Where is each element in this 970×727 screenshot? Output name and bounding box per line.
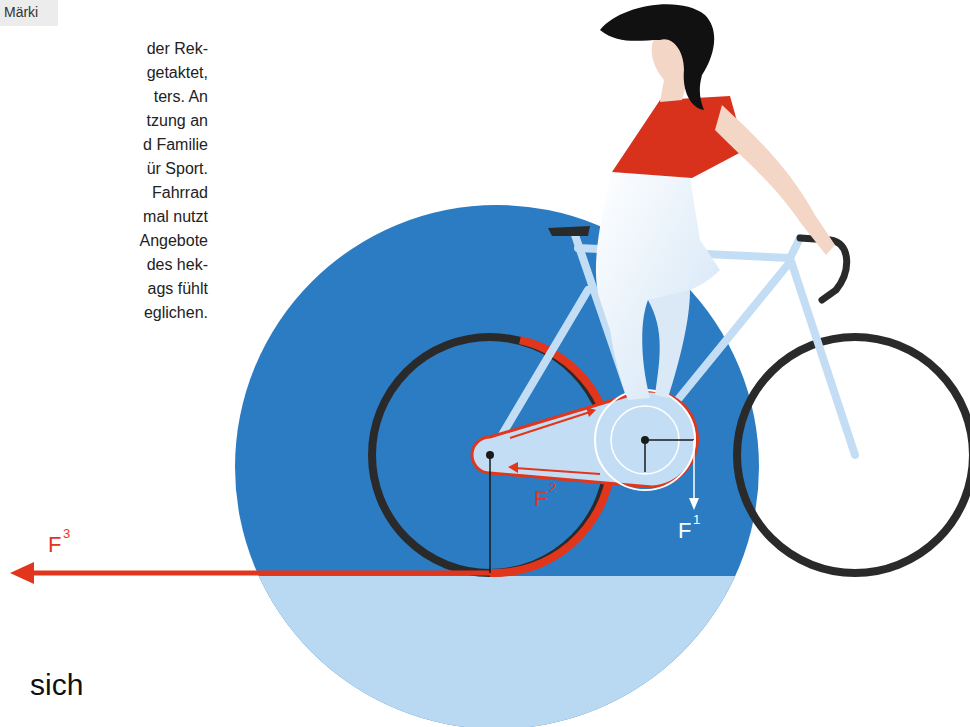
lever-lines xyxy=(490,440,694,573)
hub xyxy=(486,451,494,459)
author-tag xyxy=(0,0,58,26)
chainring xyxy=(595,390,695,490)
arrow-head xyxy=(586,407,596,417)
body-text-line: Fahrrad xyxy=(152,184,208,202)
chain xyxy=(472,391,697,487)
saddle xyxy=(548,226,590,236)
body-text-line: ür Sport. xyxy=(147,160,208,178)
arrow-head xyxy=(10,562,34,584)
chain-arrow xyxy=(510,412,590,438)
force-symbol: F xyxy=(48,532,61,557)
rider xyxy=(596,4,835,400)
crank-axle xyxy=(641,436,649,444)
body-text-line: ags fühlt xyxy=(148,280,208,298)
arrow-head xyxy=(508,462,518,473)
chain-arrow xyxy=(515,468,600,474)
body-text-line: getaktet, xyxy=(147,64,208,82)
author-name: Märki xyxy=(4,4,38,20)
body-text-line: d Familie xyxy=(143,136,208,154)
force-index: 3 xyxy=(63,527,70,542)
force-index: 1 xyxy=(693,513,700,528)
body-text-line: eglichen. xyxy=(144,304,208,322)
body-text-line: der Rek- xyxy=(147,40,208,58)
body-text-line: ters. An xyxy=(154,88,208,106)
force-arrow xyxy=(30,571,490,576)
arrow-head xyxy=(689,498,699,510)
force-index: 2 xyxy=(549,481,556,496)
body-text-line: Angebote xyxy=(139,232,208,250)
body-text-line: des hek- xyxy=(147,256,208,274)
body-text-line: tzung an xyxy=(147,112,208,130)
body-text-line: mal nutzt xyxy=(143,208,208,226)
force-symbol: F xyxy=(534,486,547,511)
ground-band xyxy=(200,576,800,727)
force-arrow xyxy=(693,440,695,500)
headline-text: sich xyxy=(30,668,83,703)
force-symbol: F xyxy=(678,518,691,543)
